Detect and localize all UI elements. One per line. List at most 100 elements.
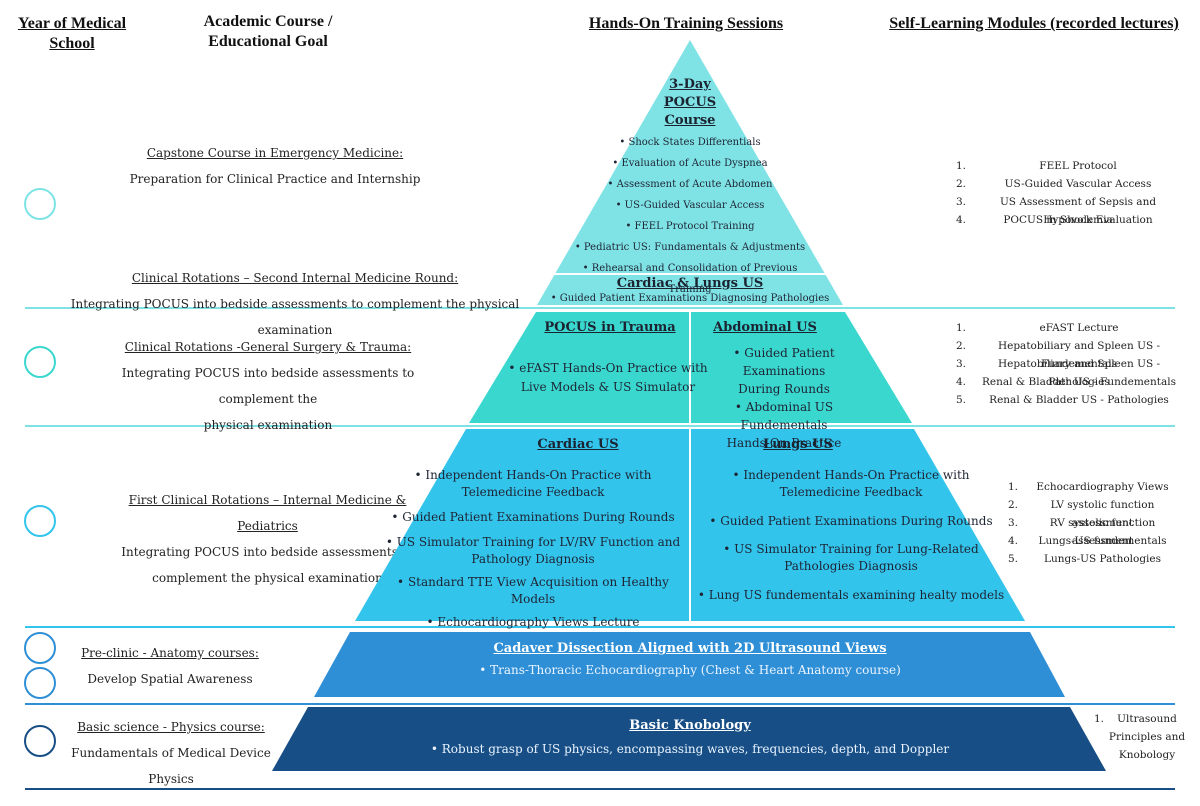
item-number: 1. [956, 322, 967, 334]
item-number: 2. [956, 178, 967, 190]
item-text: Renal & Bladder US - Fundementals [981, 376, 1177, 388]
item-number: 2. [956, 340, 967, 352]
course-goal: Integrating POCUS into bedside assessmen… [121, 545, 414, 559]
list-item: • Abdominal US Fundementals [734, 400, 834, 432]
course-title: Clinical Rotations – Second Internal Med… [131, 271, 459, 285]
item-text: Lungs-US fundementals [1038, 535, 1167, 547]
list-item: Pathologies Diagnosis [784, 559, 918, 573]
tier6-sub-title: Cardiac & Lungs US [616, 276, 764, 291]
item-number: 3. [1008, 517, 1019, 529]
item-text: eFAST Lecture [1039, 322, 1119, 334]
tier4-left-title: Cardiac US [537, 437, 619, 452]
course-title: Clinical Rotations -General Surgery & Tr… [124, 340, 412, 354]
list-item: 4.POCUS in Shock Evaluation [956, 211, 1186, 229]
item-text: US Assessment of Sepsis and Hypovolemia [999, 196, 1157, 226]
header-hands-on: Hands-On Training Sessions [588, 15, 784, 32]
list-item: 2.US-Guided Vascular Access [956, 175, 1186, 193]
list-item: • Independent Hands-On Practice with [414, 468, 652, 482]
year-6-badge: 6 [24, 188, 56, 220]
list-item: 2.LV systolic function assessment [1008, 496, 1183, 529]
modules-year6: 1.FEEL Protocol 2.US-Guided Vascular Acc… [956, 157, 1186, 229]
year-4-badge: 4 [24, 505, 56, 537]
item-number: 3. [956, 196, 967, 208]
course-goal: Integrating POCUS into bedside assessmen… [121, 366, 415, 406]
item-number: 1. [1094, 713, 1105, 725]
course-year2-3: Pre-clinic - Anatomy courses: Develop Sp… [70, 640, 270, 692]
list-item: • Shock States Differentials [619, 137, 761, 148]
item-text: POCUS in Shock Evaluation [1003, 214, 1153, 226]
band-separator-5 [25, 425, 1175, 427]
modules-year4: 1.Echocardiography Views 2.LV systolic f… [1008, 478, 1183, 568]
list-item: • Guided Patient Examinations During Rou… [709, 514, 993, 528]
tier3-title: Cadaver Dissection Aligned with 2D Ultra… [493, 641, 887, 656]
tier1-shape [272, 707, 1106, 771]
tier6-title-line: Course [664, 113, 716, 128]
course-goal: physical examination [203, 418, 333, 432]
tier6-title: 3-Day POCUS Course [640, 76, 740, 130]
course-year6-capstone: Capstone Course in Emergency Medicine: P… [110, 140, 440, 192]
tier6-sub-bullet: • Guided Patient Examinations Diagnosing… [550, 293, 830, 304]
year-4-number: 4 [28, 509, 52, 533]
course-year4: First Clinical Rotations – Internal Medi… [110, 487, 425, 591]
tier5-right-bullets: • Guided Patient Examinations During Rou… [694, 344, 874, 452]
tier3-shape [314, 632, 1065, 697]
item-number: 4. [1008, 535, 1019, 547]
tier6-title-line: 3-Day [669, 77, 711, 92]
course-title: Basic science - Physics course: [77, 720, 265, 734]
year-2-number: 2 [28, 671, 52, 695]
item-number: 3. [956, 358, 967, 370]
course-title: First Clinical Rotations – Internal Medi… [128, 493, 407, 533]
list-item: Pathology Diagnosis [471, 552, 595, 566]
list-item: 2. Hepatobiliary and Spleen US - Fundemen… [956, 337, 1188, 370]
item-text: Principles and [1108, 731, 1186, 743]
tier4-left-bullets: • Independent Hands-On Practice with Tel… [380, 467, 686, 631]
year-5-badge: 5 [24, 346, 56, 378]
list-item: • Guided Patient Examinations During Rou… [391, 510, 675, 524]
list-item: 4.Renal & Bladder US - Fundementals [956, 373, 1188, 391]
band-separator-6 [25, 307, 1175, 309]
list-item: Live Models & US Simulator [520, 380, 696, 394]
list-item: • US Simulator Training for LV/RV Functi… [385, 535, 681, 549]
year-3-number: 3 [28, 636, 52, 660]
item-text: LV systolic function assessment [1050, 499, 1155, 529]
tier3-bullet: • Trans-Thoracic Echocardiography (Chest… [479, 663, 901, 677]
tier1-title: Basic Knobology [629, 718, 751, 733]
list-item: Telemedicine Feedback [779, 485, 923, 499]
tier1-bullet: • Robust grasp of US physics, encompassi… [430, 742, 950, 756]
item-number: 1. [1008, 481, 1019, 493]
tier5-left-title: POCUS in Trauma [544, 320, 676, 335]
list-item: • Evaluation of Acute Dyspnea [612, 158, 768, 169]
course-goal: Preparation for Clinical Practice and In… [129, 172, 421, 186]
item-text: Hepatobiliary and Spleen US - Pathologie… [997, 358, 1161, 388]
list-item: • Independent Hands-On Practice with [732, 468, 970, 482]
list-item: Hands-On Practice [726, 436, 842, 450]
list-item-continued: Principles and [1094, 728, 1186, 746]
item-text: Hepatobiliary and Spleen US - Fundementa… [997, 340, 1161, 370]
list-item: • Lung US fundementals examining healty … [697, 588, 1005, 602]
year-1-badge: 1 [24, 725, 56, 757]
item-text: Lungs-US Pathologies [1043, 553, 1162, 565]
course-year5: Clinical Rotations -General Surgery & Tr… [88, 334, 448, 438]
item-text: Knobology [1118, 749, 1176, 761]
list-item: 1.FEEL Protocol [956, 157, 1186, 175]
tier6-shape [537, 40, 843, 305]
course-year1: Basic science - Physics course: Fundamen… [56, 714, 286, 792]
item-text: Ultrasound [1117, 713, 1177, 725]
tier5-right-title: Abdominal US [713, 320, 817, 335]
year-2-badge: 2 [24, 667, 56, 699]
tier4-divider [689, 429, 691, 621]
list-item: 1. Ultrasound [1094, 710, 1186, 728]
list-item: • FEEL Protocol Training [625, 221, 755, 232]
item-number: 5. [1008, 553, 1019, 565]
list-item: • Echocardiography Views Lecture [426, 615, 640, 629]
list-item: • Rehearsal and Consolidation of Previou… [582, 263, 798, 295]
course-title: Pre-clinic - Anatomy courses: [81, 646, 259, 660]
band-separator-4 [25, 626, 1175, 628]
list-item: 1. eFAST Lecture [956, 319, 1188, 337]
tier6-bullets: • Shock States Differentials • Evaluatio… [560, 132, 820, 300]
list-item: 3.RV systolic function assessment [1008, 514, 1183, 547]
course-title: Capstone Course in Emergency Medicine: [146, 146, 404, 160]
course-goal: Fundamentals of Medical Device Physics [71, 746, 271, 786]
tier6-title-line: POCUS [663, 95, 717, 110]
